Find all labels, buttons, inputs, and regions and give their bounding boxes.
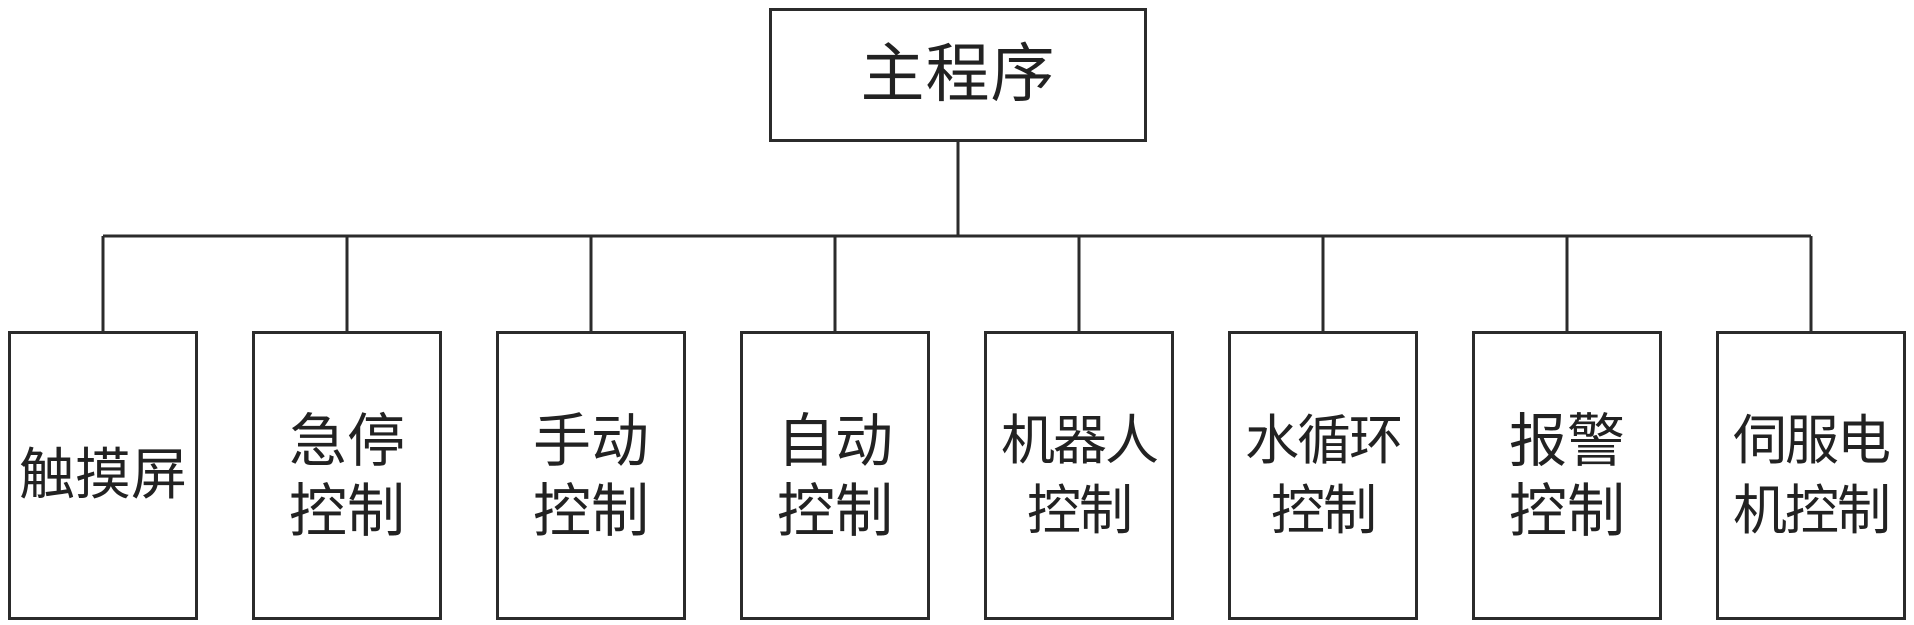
main-program-box: 主程序 <box>769 8 1147 142</box>
robot-control-box: 机器人 控制 <box>984 331 1174 620</box>
auto-control-label: 自动 控制 <box>777 406 893 546</box>
auto-control-label-line-1: 自动 <box>776 406 893 475</box>
manual-control-label: 手动 控制 <box>533 406 649 546</box>
touchscreen-label: 触摸屏 <box>19 441 187 511</box>
alarm-control-label: 报警 控制 <box>1509 406 1625 546</box>
manual-control-box: 手动 控制 <box>496 331 686 620</box>
main-program-label: 主程序 <box>860 38 1056 112</box>
water-cycle-control-box: 水循环 控制 <box>1228 331 1418 620</box>
touchscreen-label-line-1: 触摸屏 <box>19 442 187 508</box>
water-cycle-control-label-line-1: 水循环 <box>1245 408 1403 472</box>
manual-control-label-line-1: 手动 <box>532 406 649 475</box>
water-cycle-control-label-line-2: 控制 <box>1271 478 1377 542</box>
emergency-stop-control-label: 急停 控制 <box>289 406 405 546</box>
alarm-control-label-line-1: 报警 <box>1508 406 1625 475</box>
alarm-control-label-line-2: 控制 <box>1508 476 1625 545</box>
robot-control-label-line-1: 机器人 <box>1001 408 1159 472</box>
manual-control-label-line-2: 控制 <box>532 476 649 545</box>
servo-motor-control-label-line-1: 伺服电 <box>1733 408 1891 472</box>
emergency-stop-control-label-line-2: 控制 <box>288 476 405 545</box>
robot-control-label-line-2: 控制 <box>1027 478 1133 542</box>
emergency-stop-control-box: 急停 控制 <box>252 331 442 620</box>
auto-control-label-line-2: 控制 <box>776 476 893 545</box>
servo-motor-control-box: 伺服电 机控制 <box>1716 331 1906 620</box>
touchscreen-box: 触摸屏 <box>8 331 198 620</box>
alarm-control-box: 报警 控制 <box>1472 331 1662 620</box>
emergency-stop-control-label-line-1: 急停 <box>288 406 405 475</box>
water-cycle-control-label: 水循环 控制 <box>1245 406 1403 546</box>
robot-control-label: 机器人 控制 <box>1001 406 1159 546</box>
servo-motor-control-label: 伺服电 机控制 <box>1733 406 1891 546</box>
auto-control-box: 自动 控制 <box>740 331 930 620</box>
servo-motor-control-label-line-2: 机控制 <box>1733 478 1891 542</box>
